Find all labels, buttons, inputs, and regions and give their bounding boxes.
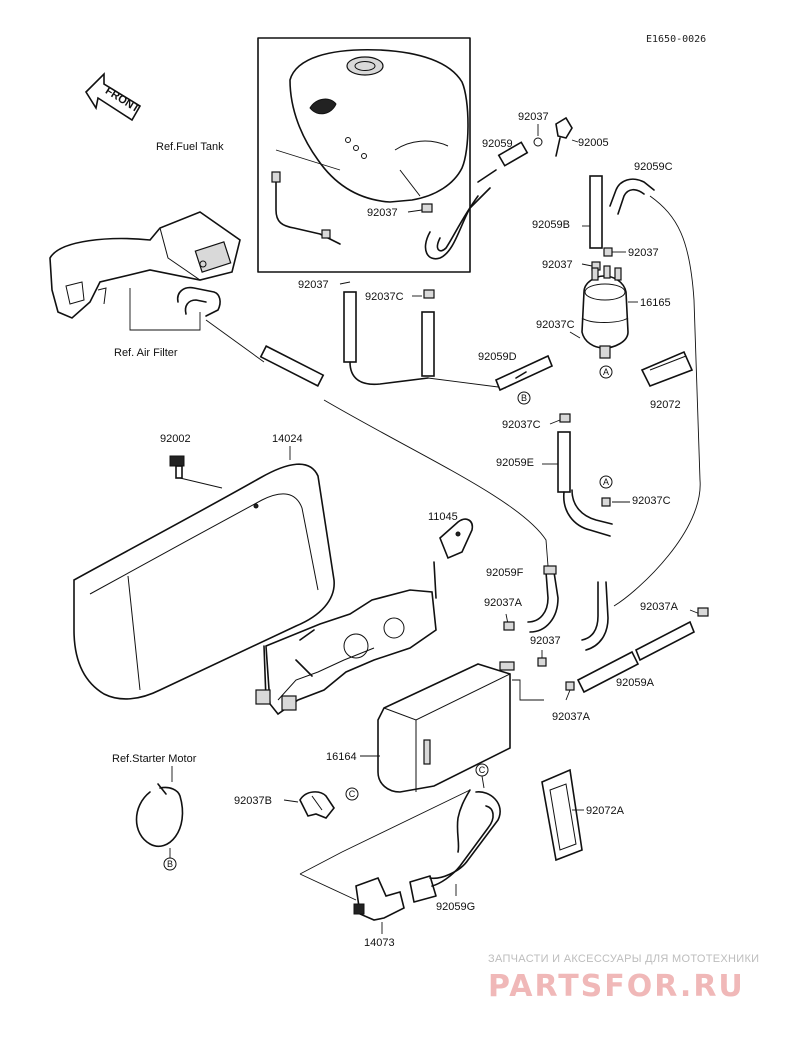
callout-c-left [345, 787, 359, 801]
canister-16164-group: 16164 [326, 661, 515, 793]
part-92037A-left: 92037A [484, 597, 523, 609]
bracket-11045 [439, 518, 474, 560]
elbow-14073 [355, 876, 405, 921]
part-92037B: 92037B [234, 795, 272, 807]
part-92037C-lowtank: 92037C [365, 291, 404, 303]
svg-text:B: B [167, 859, 173, 869]
part-92037-rightB: 92037 [542, 259, 573, 271]
ref-air-filter-label: Ref. Air Filter [114, 347, 178, 359]
part-92059A: 92059A [616, 677, 655, 689]
svg-text:C: C [479, 765, 486, 775]
cover-14024-group: 14024 92002 [73, 319, 549, 700]
diagram-code: E1650-0026 [646, 34, 706, 45]
right-upper-group: 92059C 92059B 92037 92037 16165 92037C 9… [478, 161, 701, 607]
watermark: ЗАПЧАСТИ И АКСЕССУАРЫ ДЛЯ МОТОТЕХНИКИ PA… [488, 953, 759, 1004]
callout-b-bottom [163, 857, 177, 871]
canister-16164 [377, 663, 511, 793]
hose-92059G [429, 791, 501, 880]
svg-text:A: A [603, 367, 609, 377]
part-14073: 14073 [364, 937, 395, 949]
part-92072: 92072 [650, 399, 681, 411]
air-filter-group: Ref. Air Filter [49, 211, 241, 359]
air-filter-housing [49, 211, 241, 319]
part-92002: 92002 [160, 433, 191, 445]
callout-b-top: B [517, 391, 531, 405]
part-92059F: 92059F [486, 567, 524, 579]
part-92037A-right: 92037A [640, 601, 679, 613]
part-92037C-lower: 92037C [632, 495, 671, 507]
part-92059E: 92059E [496, 457, 534, 469]
callout-a-mid [599, 475, 613, 489]
part-16164: 16164 [326, 751, 357, 763]
part-92037-lowcan: 92037 [530, 635, 561, 647]
part-92037C-canister: 92037C [536, 319, 575, 331]
part-92005: 92005 [578, 137, 609, 149]
ref-fuel-tank-label: Ref.Fuel Tank [156, 141, 224, 153]
clamp-92072 [640, 350, 694, 388]
side-cover-14024 [73, 463, 335, 700]
svg-text:B: B [521, 393, 527, 403]
svg-text:A: A [603, 477, 609, 487]
front-arrow-icon: FRONT [84, 72, 142, 122]
part-14024: 14024 [272, 433, 303, 445]
part-92037C-mid: 92037C [502, 419, 541, 431]
ref-starter-motor-label: Ref.Starter Motor [112, 753, 197, 765]
starter-motor-group: Ref.Starter Motor B 92037B C [112, 753, 359, 871]
top-hoses-group: 92059 92037 92005 92037 [367, 111, 609, 260]
bracket-group: 11045 [255, 511, 474, 716]
part-92037-rightA: 92037 [628, 247, 659, 259]
part-92059B: 92059B [532, 219, 570, 231]
bolt-92002 [169, 455, 185, 479]
part-92059-top: 92059 [482, 138, 513, 150]
part-92037-tank: 92037 [367, 207, 398, 219]
part-92059D: 92059D [478, 351, 517, 363]
watermark-tagline: ЗАПЧАСТИ И АКСЕССУАРЫ ДЛЯ МОТОТЕХНИКИ [488, 953, 759, 965]
part-11045: 11045 [428, 511, 458, 523]
part-16165: 16165 [640, 297, 671, 309]
part-92059C: 92059C [634, 161, 673, 173]
middle-right-group: 92037C 92059E A 92037C [496, 413, 671, 537]
lower-group: C 92059G 92072A 14073 [299, 763, 625, 949]
part-92037-top: 92037 [518, 111, 549, 123]
part-92037A-bottom: 92037A [552, 711, 591, 723]
part-92037-lowtank: 92037 [298, 279, 329, 291]
svg-text:C: C [349, 789, 356, 799]
clamp-92072A [541, 768, 583, 862]
part-92072A: 92072A [586, 805, 625, 817]
part-92059G: 92059G [436, 901, 475, 913]
fuel-tank-group: Ref.Fuel Tank [156, 37, 471, 273]
watermark-brand: PARTSFOR.RU [488, 969, 745, 1004]
fuel-tank [289, 48, 469, 203]
lower-right-hoses: 92059F 92037A 92037 92037A 92059A 92037A [484, 565, 709, 723]
strap-clamp [135, 786, 184, 847]
clip-92037B [299, 791, 335, 819]
tank-vertical-hoses: 92037 92037C [298, 279, 507, 389]
callout-a-top: A [599, 365, 613, 379]
